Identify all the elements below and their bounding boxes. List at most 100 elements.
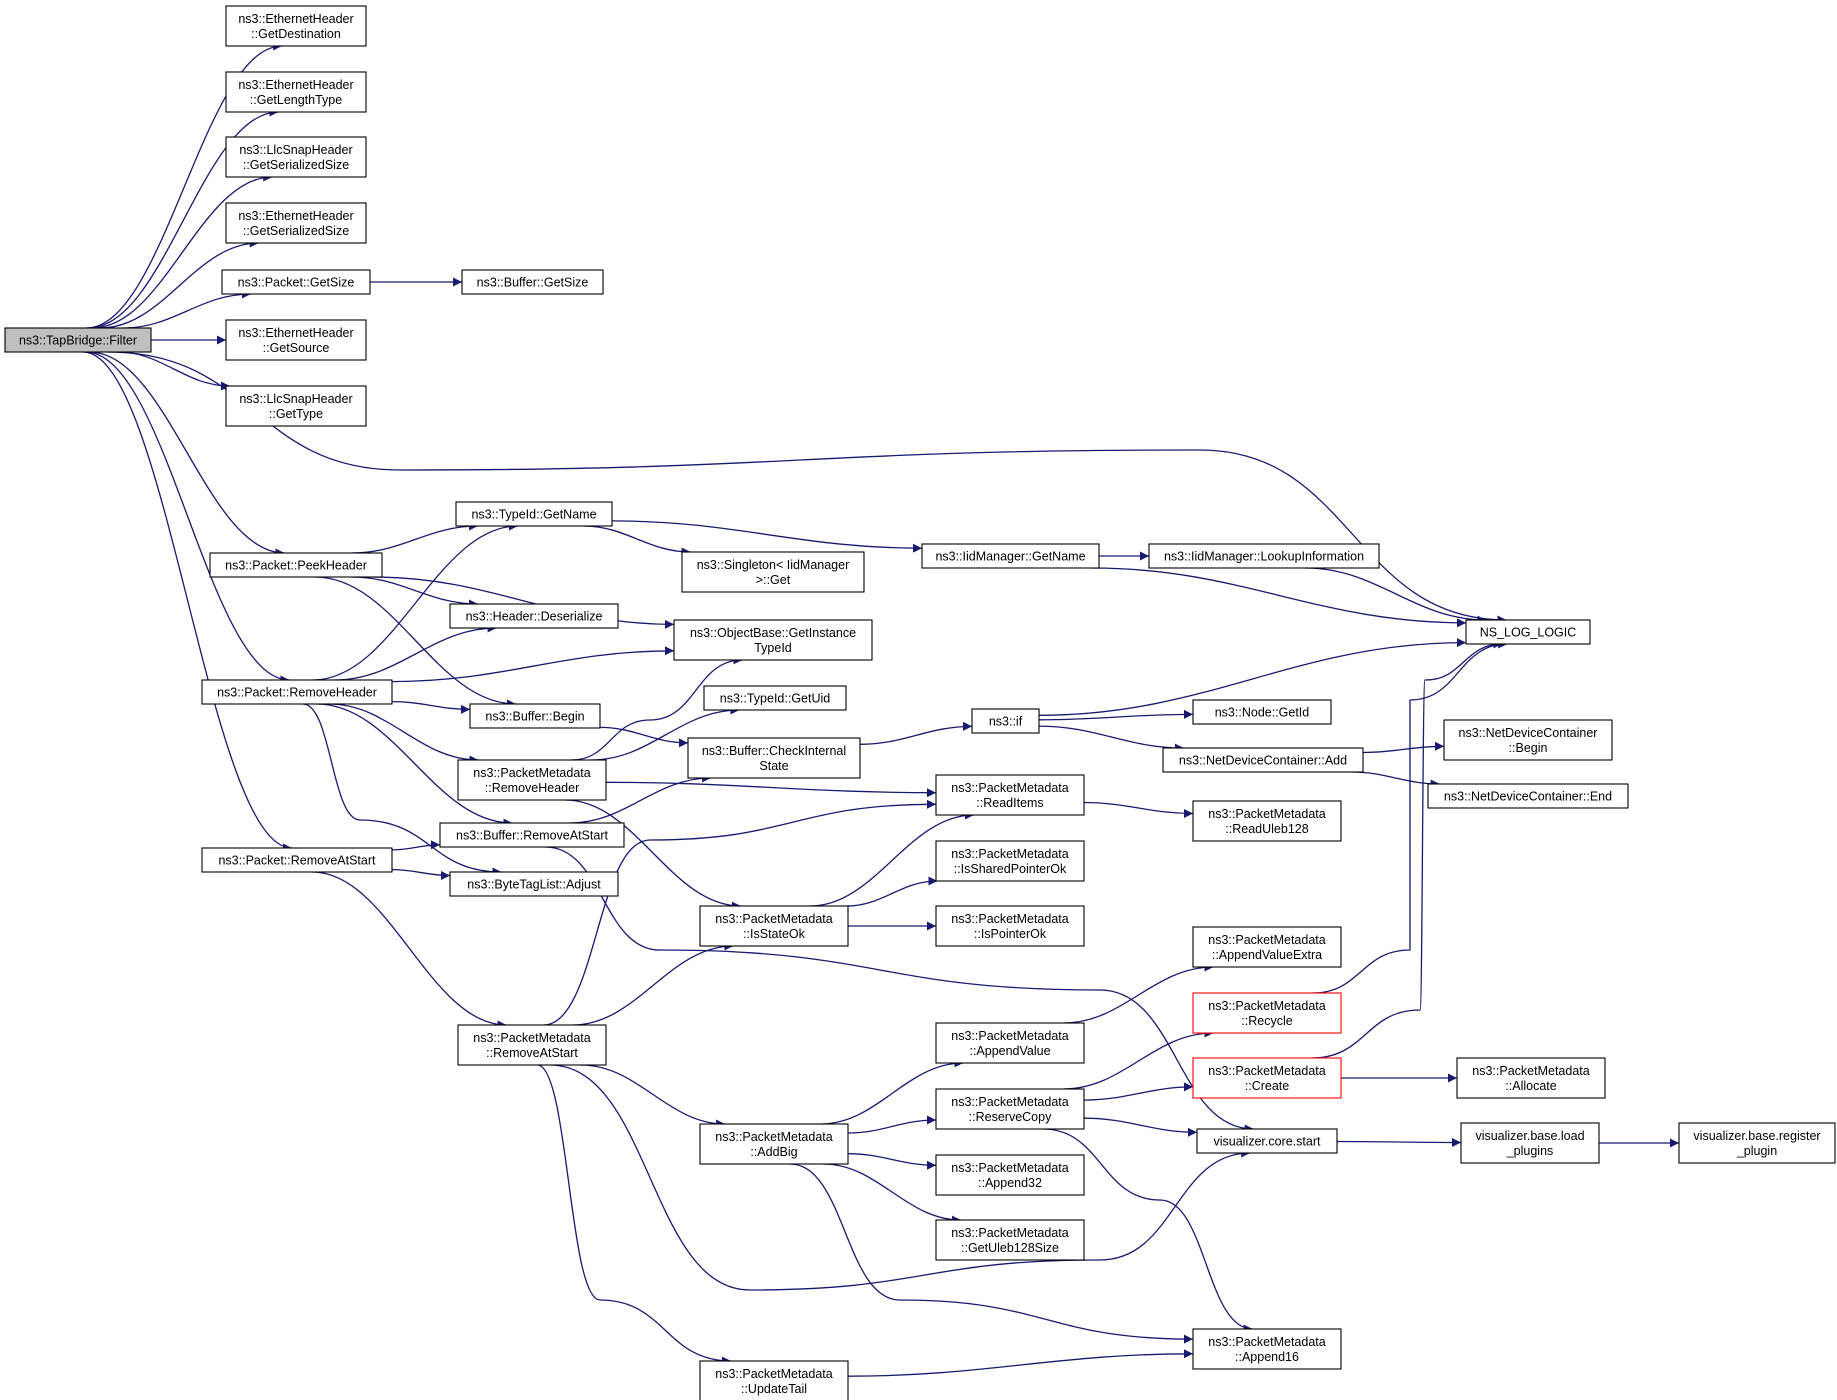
node-label-line: ::AddBig xyxy=(750,1145,797,1159)
node-pm-isptr[interactable]: ns3::PacketMetadata::IsPointerOk xyxy=(935,905,1085,947)
edge-filter-to-eth-getlen xyxy=(88,107,279,329)
node-llc-getser[interactable]: ns3::LlcSnapHeader::GetSerializedSize xyxy=(225,136,367,178)
edge-pkt-remhdr-to-buf-begin xyxy=(391,700,471,714)
node-pkt-getsize[interactable]: ns3::Packet::GetSize xyxy=(221,269,371,295)
node-label-line: ::ReadUleb128 xyxy=(1225,822,1308,836)
edge-pm-rescopy-to-pm-create xyxy=(1083,1082,1194,1101)
node-iid-getname[interactable]: ns3::IidManager::GetName xyxy=(921,543,1100,569)
node-box xyxy=(225,202,367,244)
node-box xyxy=(1456,1057,1606,1099)
node-iid-lookup[interactable]: ns3::IidManager::LookupInformation xyxy=(1148,543,1380,569)
node-label-line: ns3::PacketMetadata xyxy=(473,766,590,780)
node-label-line: ns3::NetDeviceContainer::Add xyxy=(1179,754,1347,768)
edge-pm-appval-to-pm-appvalextra xyxy=(1063,962,1214,1024)
node-buf-getsize[interactable]: ns3::Buffer::GetSize xyxy=(461,269,604,295)
node-label-line: ::GetSerializedSize xyxy=(243,158,349,172)
edge-pm-remstart-to-pm-isstate xyxy=(572,941,734,1026)
node-label-line: ::RemoveAtStart xyxy=(486,1046,578,1060)
node-box xyxy=(921,543,1100,569)
node-label-line: ns3::PacketMetadata xyxy=(1472,1064,1589,1078)
edge-pkt-peek-to-hdr-deser xyxy=(351,576,479,609)
node-pm-app32[interactable]: ns3::PacketMetadata::Append32 xyxy=(935,1154,1085,1196)
node-pm-create[interactable]: ns3::PacketMetadata::Create xyxy=(1192,1057,1342,1099)
node-pm-allocate[interactable]: ns3::PacketMetadata::Allocate xyxy=(1456,1057,1606,1099)
node-pkt-remhdr[interactable]: ns3::Packet::RemoveHeader xyxy=(201,679,393,705)
node-singleton-get[interactable]: ns3::Singleton< IidManager>::Get xyxy=(681,551,865,593)
node-pm-recycle[interactable]: ns3::PacketMetadata::Recycle xyxy=(1192,992,1342,1034)
node-pkt-peek[interactable]: ns3::Packet::PeekHeader xyxy=(209,552,383,578)
node-label-line: ns3::Packet::RemoveHeader xyxy=(217,686,377,700)
edge-pm-remstart-to-pm-addbig xyxy=(580,1064,726,1129)
node-pkt-remstart[interactable]: ns3::Packet::RemoveAtStart xyxy=(201,847,393,873)
node-box xyxy=(209,552,383,578)
node-vis-register[interactable]: visualizer.base.register_plugin xyxy=(1678,1122,1836,1164)
node-label-line: ns3::Node::GetId xyxy=(1215,706,1310,720)
node-pm-isstate[interactable]: ns3::PacketMetadata::IsStateOk xyxy=(699,905,849,947)
node-box xyxy=(1192,699,1332,725)
node-label-line: ns3::PacketMetadata xyxy=(951,1161,1068,1175)
node-box xyxy=(449,871,619,897)
edge-pm-recycle-to-nslog xyxy=(1312,639,1508,994)
node-pm-appval[interactable]: ns3::PacketMetadata::AppendValue xyxy=(935,1022,1085,1064)
node-ndc-end[interactable]: ns3::NetDeviceContainer::End xyxy=(1427,783,1629,809)
node-label-line: ns3::EthernetHeader xyxy=(238,78,353,92)
node-pm-app16[interactable]: ns3::PacketMetadata::Append16 xyxy=(1192,1328,1342,1370)
node-filter[interactable]: ns3::TapBridge::Filter xyxy=(4,327,152,353)
node-pm-remstart[interactable]: ns3::PacketMetadata::RemoveAtStart xyxy=(457,1024,607,1066)
edge-ns3-if-to-ndc-add xyxy=(1038,725,1184,753)
node-eth-getsrc[interactable]: ns3::EthernetHeader::GetSource xyxy=(225,319,367,361)
edge-pm-create-to-nslog xyxy=(1311,639,1503,1059)
node-label-line: ns3::TypeId::GetUid xyxy=(720,692,831,706)
node-label-line: ::Create xyxy=(1245,1079,1290,1093)
node-label-line: ns3::LlcSnapHeader xyxy=(239,143,352,157)
node-typeid-getname[interactable]: ns3::TypeId::GetName xyxy=(455,501,613,527)
edge-pm-addbig-to-pm-rescopy xyxy=(847,1115,937,1134)
node-btl-adjust[interactable]: ns3::ByteTagList::Adjust xyxy=(449,871,619,897)
node-llc-gettype[interactable]: ns3::LlcSnapHeader::GetType xyxy=(225,385,367,427)
node-eth-getlen[interactable]: ns3::EthernetHeader::GetLengthType xyxy=(225,71,367,113)
node-buf-remstart[interactable]: ns3::Buffer::RemoveAtStart xyxy=(439,822,625,848)
node-buf-begin[interactable]: ns3::Buffer::Begin xyxy=(469,703,601,729)
node-pm-getuleb[interactable]: ns3::PacketMetadata::GetUleb128Size xyxy=(935,1219,1085,1261)
node-ndc-add[interactable]: ns3::NetDeviceContainer::Add xyxy=(1162,747,1364,773)
node-ndc-begin[interactable]: ns3::NetDeviceContainer::Begin xyxy=(1443,719,1613,761)
node-box xyxy=(201,679,393,705)
node-pm-remhdr[interactable]: ns3::PacketMetadata::RemoveHeader xyxy=(457,759,607,801)
node-pm-appvalextra[interactable]: ns3::PacketMetadata::AppendValueExtra xyxy=(1192,926,1342,968)
node-label-line: ns3::EthernetHeader xyxy=(238,209,353,223)
node-pm-updtail[interactable]: ns3::PacketMetadata::UpdateTail xyxy=(699,1360,849,1400)
node-pm-isshared[interactable]: ns3::PacketMetadata::IsSharedPointerOk xyxy=(935,840,1085,882)
node-node-getid[interactable]: ns3::Node::GetId xyxy=(1192,699,1332,725)
node-pm-addbig[interactable]: ns3::PacketMetadata::AddBig xyxy=(699,1123,849,1165)
node-label-line: ::AppendValue xyxy=(969,1044,1050,1058)
node-label-line: _plugins xyxy=(1506,1144,1554,1158)
node-label-line: TypeId xyxy=(754,641,792,655)
node-label-line: ns3::TypeId::GetName xyxy=(471,508,596,522)
node-vis-start[interactable]: visualizer.core.start xyxy=(1196,1128,1338,1154)
node-box xyxy=(1162,747,1364,773)
node-label-line: ::IsPointerOk xyxy=(974,927,1047,941)
node-eth-getser[interactable]: ns3::EthernetHeader::GetSerializedSize xyxy=(225,202,367,244)
edge-pkt-remhdr-to-btl-adjust xyxy=(302,703,502,877)
edge-ns3-if-to-nslog xyxy=(1038,638,1467,716)
node-typeid-getuid[interactable]: ns3::TypeId::GetUid xyxy=(703,685,847,711)
node-hdr-deser[interactable]: ns3::Header::Deserialize xyxy=(449,603,619,629)
edge-pm-addbig-to-pm-appval xyxy=(820,1058,964,1125)
node-pm-readitems[interactable]: ns3::PacketMetadata::ReadItems xyxy=(935,774,1085,816)
node-pm-rescopy[interactable]: ns3::PacketMetadata::ReserveCopy xyxy=(935,1088,1085,1130)
edge-pm-rescopy-to-vis-start xyxy=(1083,1117,1198,1137)
edge-pkt-peek-to-obj-getinst xyxy=(372,576,675,629)
node-label-line: ::IsSharedPointerOk xyxy=(954,862,1067,876)
node-pm-readuleb[interactable]: ns3::PacketMetadata::ReadUleb128 xyxy=(1192,800,1342,842)
node-vis-load[interactable]: visualizer.base.load_plugins xyxy=(1460,1122,1600,1164)
node-nslog[interactable]: NS_LOG_LOGIC xyxy=(1465,619,1591,645)
edge-pkt-remstart-to-buf-remstart xyxy=(391,840,441,851)
node-ns3-if[interactable]: ns3::if xyxy=(971,708,1040,734)
node-box xyxy=(935,905,1085,947)
node-label-line: ::Recycle xyxy=(1241,1014,1292,1028)
node-eth-getdest[interactable]: ns3::EthernetHeader::GetDestination xyxy=(225,5,367,47)
node-label-line: ns3::PacketMetadata xyxy=(1208,933,1325,947)
